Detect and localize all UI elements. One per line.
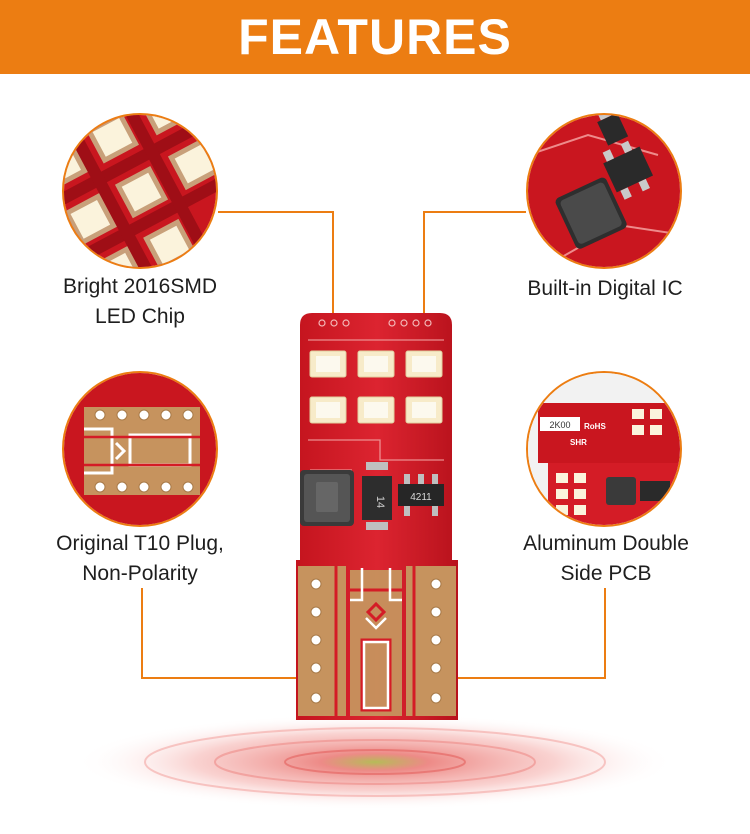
pcb-brand: SHR: [570, 438, 587, 447]
feature-label-double-side-pcb-line2: Side PCB: [560, 562, 652, 585]
led-board: 14 4211: [296, 313, 458, 720]
callout-line-chip: [218, 211, 334, 358]
feature-label-digital-ic: Built-in Digital IC: [505, 274, 705, 304]
feature-label-led-chip: Bright 2016SMD LED Chip: [40, 272, 240, 332]
feature-label-t10-plug: Original T10 Plug, Non-Polarity: [40, 529, 240, 589]
feature-label-t10-plug-line1: Original T10 Plug,: [56, 532, 224, 555]
floor-reflection: [75, 714, 675, 810]
feature-label-double-side-pcb: Aluminum Double Side PCB: [506, 529, 706, 589]
pcb-code: 2K00: [549, 420, 570, 430]
detail-circle-double-side-pcb: 2K00 RoHS SHR: [526, 371, 682, 527]
feature-label-led-chip-line1: Bright 2016SMD: [62, 275, 218, 298]
callout-line-plug: [141, 588, 313, 679]
banner-title: FEATURES: [238, 9, 512, 65]
detail-circle-t10-plug: [62, 371, 218, 527]
pcb-rohs: RoHS: [584, 422, 606, 431]
ic-code: 4211: [410, 492, 432, 503]
digital-ic-component: 14 4211: [362, 462, 444, 530]
callout-line-pcb: [386, 588, 606, 679]
inductor-component: [300, 470, 354, 526]
detail-circle-digital-ic: [526, 113, 682, 269]
detail-circle-led-chip: [62, 113, 218, 269]
contact-pads: [298, 566, 456, 716]
feature-label-led-chip-line2: LED Chip: [95, 305, 185, 328]
feature-label-t10-plug-line2: Non-Polarity: [82, 562, 198, 585]
led-chip-grid: [309, 350, 443, 424]
feature-label-double-side-pcb-line1: Aluminum Double: [523, 532, 689, 555]
features-banner: FEATURES: [0, 0, 750, 74]
inductor-code: 14: [374, 496, 386, 508]
feature-label-digital-ic-line1: Built-in Digital IC: [527, 277, 683, 300]
